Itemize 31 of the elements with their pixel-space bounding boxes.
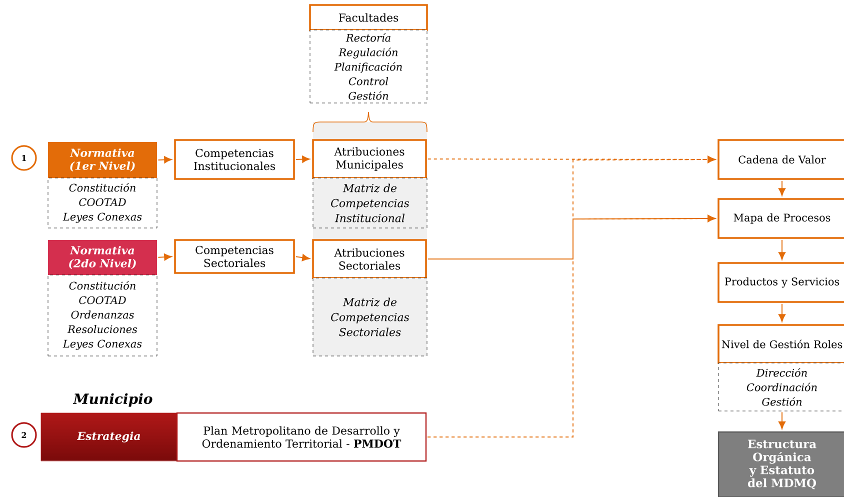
process-box: Productos y Servicios bbox=[718, 262, 844, 303]
arrow bbox=[158, 156, 172, 164]
process-box: Facultades bbox=[309, 4, 428, 31]
step-number: 2 bbox=[11, 422, 37, 448]
process-box: Cadena de Valor bbox=[718, 139, 844, 180]
arrow bbox=[295, 254, 310, 262]
step-number: 1 bbox=[11, 145, 37, 171]
arrow bbox=[778, 303, 786, 322]
list-box: Constitución COOTAD Ordenanzas Resoluciones Leyes Conexas bbox=[48, 274, 158, 356]
process-box: Estrategia bbox=[40, 412, 178, 462]
list-box: Matriz de Competencias Sectoriales bbox=[312, 278, 428, 356]
arrow bbox=[778, 239, 786, 260]
list-box: Constitución COOTAD Leyes Conexas bbox=[48, 178, 158, 228]
process-box: Normativa (2do Nivel) bbox=[48, 240, 157, 275]
process-box: Nivel de Gestión Roles bbox=[718, 324, 844, 364]
process-box: Plan Metropolitano de Desarrollo y Ordenamiento Territorial - PMDOT bbox=[176, 412, 427, 462]
process-box: Mapa de Procesos bbox=[718, 198, 844, 239]
section-title: Municipio bbox=[72, 393, 152, 407]
process-box: Atribuciones Municipales bbox=[312, 139, 427, 179]
arrow bbox=[778, 180, 786, 196]
list-box: Matriz de Competencias Institucional bbox=[312, 178, 428, 228]
arrow bbox=[427, 214, 716, 438]
arrow bbox=[158, 254, 172, 261]
process-box: Atribuciones Sectoriales bbox=[312, 239, 427, 279]
process-box: Competencias Sectoriales bbox=[174, 239, 295, 274]
process-box: Competencias Institucionales bbox=[174, 139, 295, 180]
list-box: Dirección Coordinación Gestión bbox=[718, 362, 844, 412]
arrow bbox=[295, 156, 310, 163]
result-box: Estructura Orgánica y Estatuto del MDMQ bbox=[718, 431, 844, 497]
process-box: Normativa (1er Nivel) bbox=[48, 142, 157, 178]
arrow bbox=[778, 412, 786, 430]
